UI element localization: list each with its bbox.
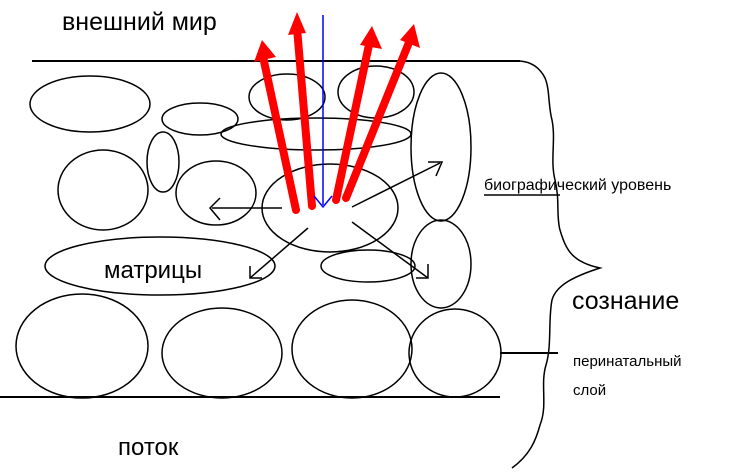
black-arrow-downright	[351, 221, 429, 279]
red-ray-1	[258, 48, 300, 214]
ellipse-mid-small	[146, 131, 180, 193]
ellipse-mid-b	[175, 160, 257, 226]
black-arrow-upright-head	[428, 161, 444, 177]
ellipse-top-center	[248, 73, 326, 121]
label-outer-world: внешний мир	[62, 8, 217, 36]
label-biographical-level: биографический уровень	[484, 177, 672, 194]
black-arrow-left-head	[208, 197, 221, 221]
blue-center-v	[313, 195, 333, 209]
ellipse-bottom-1	[15, 293, 149, 399]
label-consciousness: сознание	[572, 287, 680, 315]
red-ray-1-head	[254, 40, 276, 62]
black-arrow-downleft	[249, 227, 309, 279]
consciousness-outline	[511, 60, 603, 469]
black-arrow-downleft-head	[249, 266, 262, 279]
label-perinatal-line2: слой	[573, 382, 607, 399]
ellipse-top-left	[29, 75, 151, 133]
ellipse-bottom-2	[161, 307, 283, 399]
label-matrices: матрицы	[104, 257, 203, 284]
red-ray-2-head	[288, 12, 306, 35]
ellipse-center	[261, 163, 399, 253]
ellipse-top-mid	[161, 102, 239, 136]
ellipse-matrices	[44, 236, 276, 296]
red-ray-2	[293, 24, 316, 210]
ellipse-top-right	[337, 65, 415, 119]
red-ray-3-head	[360, 26, 382, 49]
red-ray-4	[342, 36, 414, 202]
black-arrow-upright	[351, 162, 441, 208]
label-perinatal-line1: перинатальный	[573, 353, 682, 370]
ellipse-right-lower	[410, 219, 472, 309]
ellipse-wide-middle	[220, 117, 412, 151]
label-flow: поток	[118, 434, 179, 461]
black-arrow-downright-head	[416, 264, 429, 279]
ellipse-small-right	[320, 249, 416, 283]
ellipse-bottom-4	[408, 308, 502, 398]
ellipse-mid-left	[57, 149, 149, 231]
red-ray-4-head	[400, 24, 420, 48]
ellipse-right-tall	[410, 72, 472, 222]
red-ray-3	[332, 36, 374, 204]
ellipse-bottom-3	[291, 299, 413, 399]
